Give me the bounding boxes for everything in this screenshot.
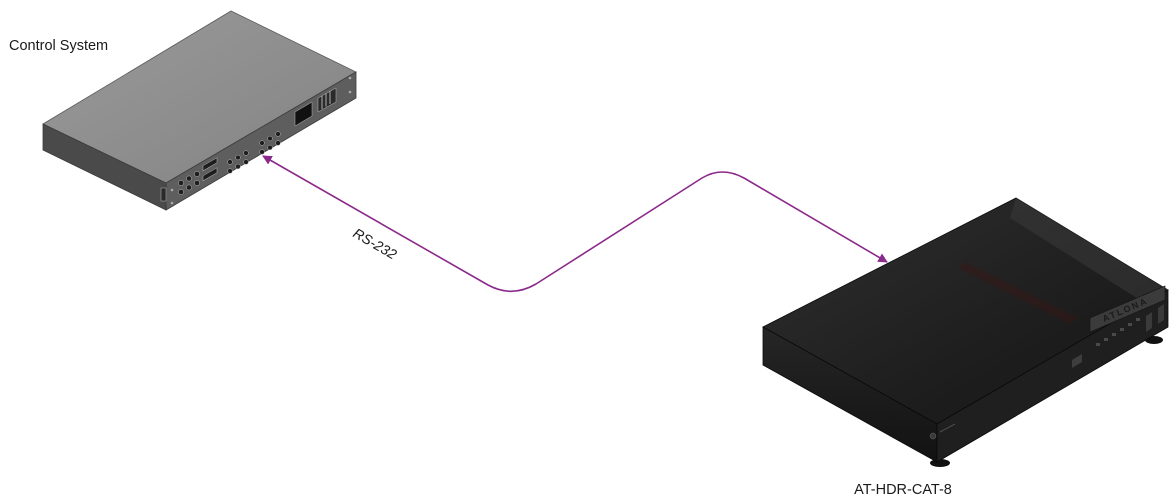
switcher-device: ATLONA bbox=[762, 197, 1169, 467]
switcher-front-controls bbox=[929, 304, 1164, 440]
control-system-side bbox=[42, 123, 167, 211]
control-system-label: Control System bbox=[9, 38, 108, 54]
switcher-top-highlight bbox=[1010, 198, 1168, 300]
switcher-top-glare bbox=[958, 262, 1078, 324]
control-system-device bbox=[42, 10, 357, 211]
rs232-cable bbox=[262, 155, 888, 293]
switcher-brand-window bbox=[1089, 285, 1166, 333]
control-system-ports bbox=[160, 76, 352, 205]
switcher-side bbox=[936, 289, 1169, 463]
switcher-label: AT-HDR-CAT-8 bbox=[854, 482, 952, 498]
